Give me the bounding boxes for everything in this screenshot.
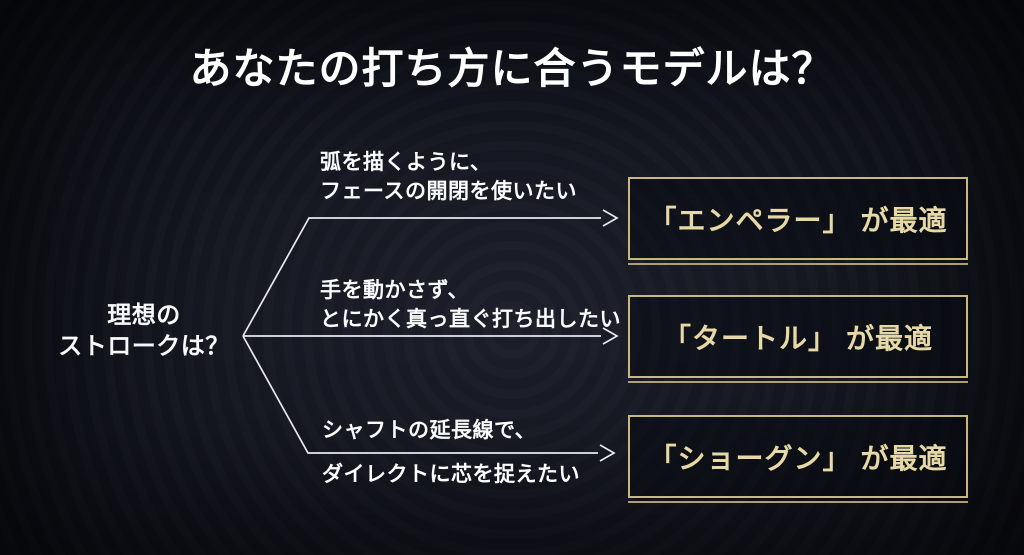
page-title: あなたの打ち方に合うモデルは？ <box>189 45 835 92</box>
result-box-turtle: 「タートル」 が最適 <box>628 295 968 383</box>
root-question: 理想の ストロークは？ <box>48 300 240 362</box>
result-model-name: 「タートル」 <box>662 322 837 354</box>
branch-condition-line: フェースの開閉を使いたい <box>320 180 577 203</box>
result-suffix: が最適 <box>846 322 934 354</box>
branch-condition-line: シャフトの延長線で、 <box>322 419 537 442</box>
result-box-shogun: 「ショーグン」 が最適 <box>628 415 968 503</box>
result-suffix: が最適 <box>860 204 948 236</box>
root-question-line-1: 理想の <box>107 302 181 329</box>
branch-condition-line: ダイレクトに芯を捉えたい <box>322 463 580 486</box>
root-question-line-2: ストロークは？ <box>58 333 230 360</box>
result-suffix: が最適 <box>860 442 948 474</box>
branch-condition-line: 弧を描くように、 <box>320 151 492 174</box>
result-box-emperor: 「エンペラー」 が最適 <box>628 177 968 265</box>
arrow-right-icon <box>602 209 619 227</box>
branch-condition-line: 手を動かさず、 <box>320 279 470 302</box>
branch-condition-line: とにかく真っ直ぐ打ち出したい <box>320 308 621 331</box>
result-model-name: 「エンペラー」 <box>648 204 852 236</box>
result-model-name: 「ショーグン」 <box>648 442 852 474</box>
arrow-right-icon <box>599 444 616 462</box>
